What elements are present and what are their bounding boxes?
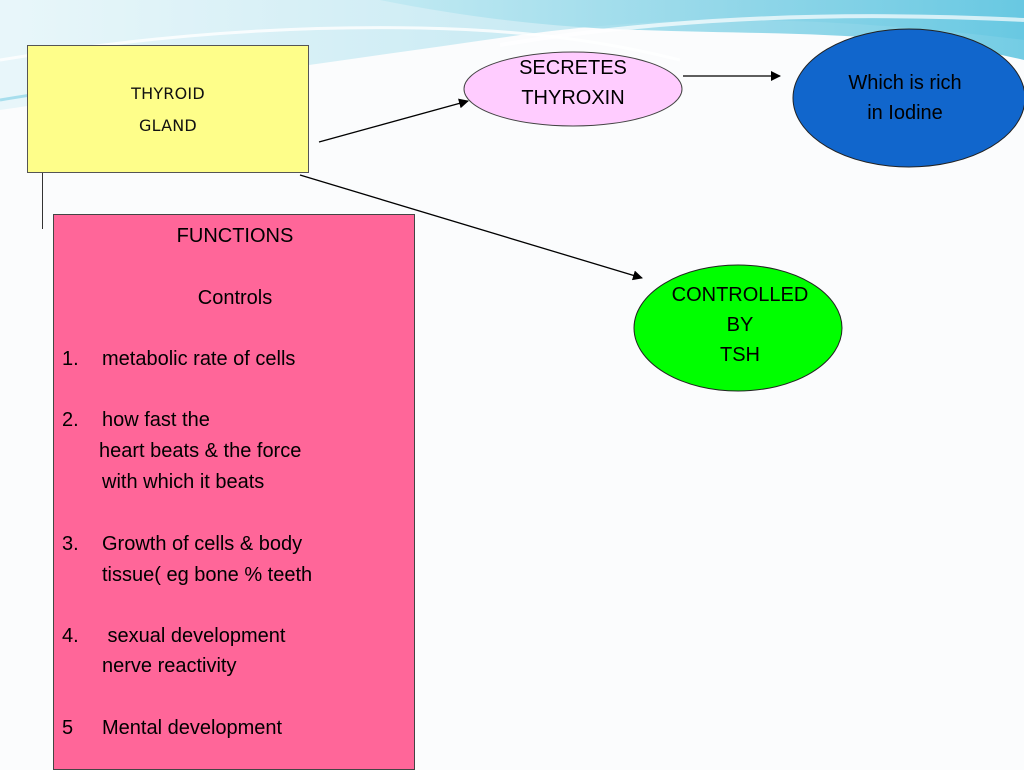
functions-title: FUNCTIONS xyxy=(176,225,294,247)
item-1-number: 1. xyxy=(62,348,79,370)
item-3-number: 3. xyxy=(62,533,79,555)
iodine-line-2: in Iodine xyxy=(867,102,943,124)
item-4-number: 4. xyxy=(62,625,79,647)
item-4-line-2: nerve reactivity xyxy=(102,655,237,677)
iodine-label: Which is rich in Iodine xyxy=(800,68,1010,128)
item-3-line-2: tissue( eg bone % teeth xyxy=(102,564,313,586)
controlled-ellipse xyxy=(633,264,843,392)
controlled-line-3: TSH xyxy=(720,344,760,366)
secretes-label: SECRETES THYROXIN xyxy=(473,53,673,113)
controlled-line-2: BY xyxy=(726,314,754,336)
arrow-thyroid-to-secretes xyxy=(318,98,469,143)
item-2-number: 2. xyxy=(62,409,79,431)
secretes-line-2: THYROXIN xyxy=(521,87,625,109)
item-2-line-3: with which it beats xyxy=(102,471,265,493)
iodine-line-1: Which is rich xyxy=(848,72,962,94)
item-2-line-2: heart beats & the force xyxy=(99,440,302,462)
connector-line xyxy=(42,173,43,229)
item-1-line-1: metabolic rate of cells xyxy=(102,348,296,370)
item-3-line-1: Growth of cells & body xyxy=(102,533,303,555)
secretes-ellipse xyxy=(463,51,683,127)
item-5-line-1: Mental development xyxy=(102,717,283,739)
iodine-ellipse xyxy=(792,28,1024,168)
thyroid-line-2: GLAND xyxy=(139,116,197,135)
item-2-line-1: how fast the xyxy=(102,409,210,431)
item-4-line-1: sexual development xyxy=(102,625,286,647)
item-5-number: 5 xyxy=(62,717,74,739)
thyroid-gland-label: THYROID GLAND xyxy=(118,78,218,142)
secretes-line-1: SECRETES xyxy=(519,57,627,79)
controlled-line-1: CONTROLLED xyxy=(671,284,809,306)
thyroid-line-1: THYROID xyxy=(131,84,205,103)
functions-subtitle: Controls xyxy=(197,287,273,309)
functions-box: FUNCTIONS Controls 1. metabolic rate of … xyxy=(53,214,415,770)
arrow-thyroid-to-controlled xyxy=(299,174,643,281)
controlled-label: CONTROLLED BY TSH xyxy=(638,280,842,370)
thyroid-gland-box: THYROID GLAND xyxy=(27,45,309,173)
